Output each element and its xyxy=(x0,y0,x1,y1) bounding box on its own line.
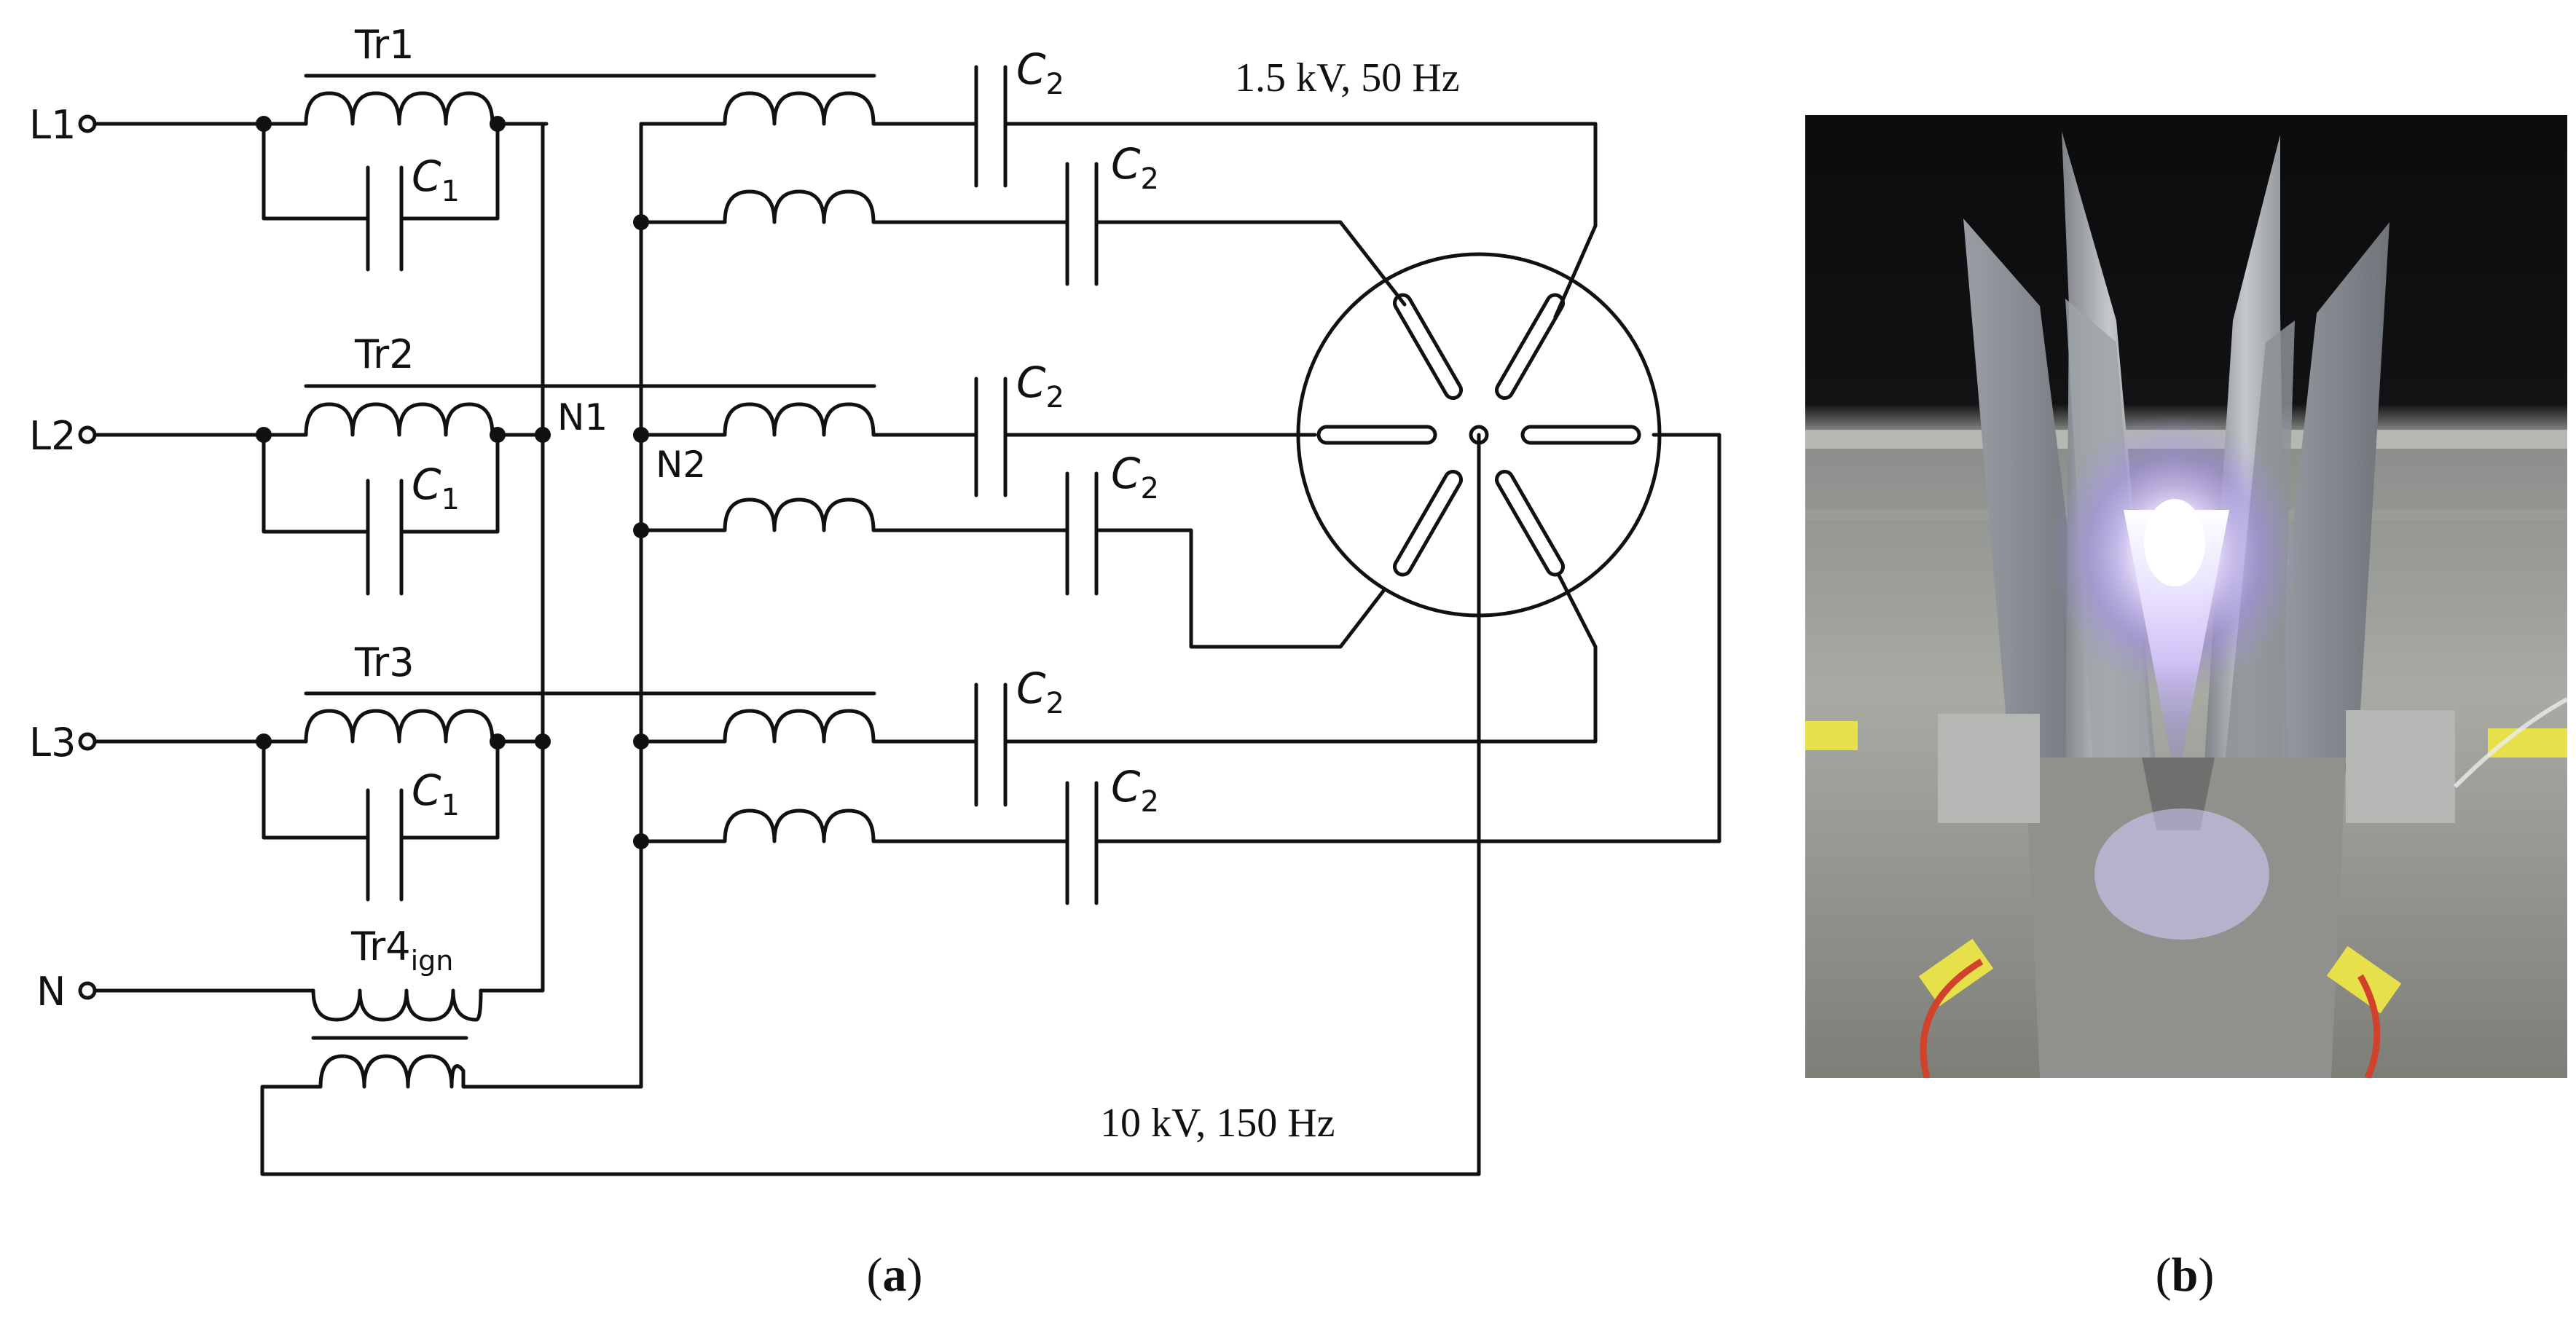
label-l2: L2 xyxy=(29,413,76,459)
label-c1-tr1: C1 xyxy=(412,152,460,208)
label-n2: N2 xyxy=(656,444,706,486)
electrode-blade-rear-right xyxy=(2266,222,2390,772)
label-c1-tr2: C1 xyxy=(412,460,460,516)
branch-wire-5 xyxy=(1003,573,1598,744)
c1-plate-tr1 xyxy=(366,165,404,272)
branch-c2-plate-4 xyxy=(1065,471,1099,596)
label-c2-3: C2 xyxy=(1016,358,1064,414)
label-c2-5: C2 xyxy=(1016,664,1064,720)
branch-inductor-6 xyxy=(639,808,1069,843)
torch-center-electrode xyxy=(1469,425,1489,445)
tr2-primary-coil xyxy=(304,402,545,437)
branch-c2-plate-1 xyxy=(974,65,1008,188)
photo-wire-right xyxy=(2357,974,2381,1078)
n2-bus xyxy=(639,122,723,1089)
torch-chamber-circle xyxy=(1296,252,1662,618)
plasma-core xyxy=(2144,499,2205,586)
tr1-primary-coil xyxy=(304,91,549,126)
branch-inductor-3 xyxy=(639,402,978,437)
photograph xyxy=(1805,115,2567,1078)
branch-c2-plate-2 xyxy=(1065,162,1099,286)
terminal-n[interactable] xyxy=(78,981,97,1000)
label-l3: L3 xyxy=(29,720,76,766)
branch-c2-plate-5 xyxy=(974,682,1008,807)
label-tr2: Tr2 xyxy=(354,331,415,377)
branch-inductor-1 xyxy=(639,91,978,126)
label-c2-1: C2 xyxy=(1016,44,1064,101)
label-tr4: Tr4ign xyxy=(350,924,453,977)
photo-tape-left xyxy=(1805,721,1858,750)
label-c2-4: C2 xyxy=(1111,449,1159,505)
c1-bypass-tr2 xyxy=(262,433,500,534)
branch-inductor-5 xyxy=(639,709,978,744)
terminal-l3[interactable] xyxy=(78,732,97,751)
circuit-schematic xyxy=(90,65,1721,1176)
label-n: N xyxy=(36,969,66,1015)
label-ignition-supply: 10 kV, 150 Hz xyxy=(1100,1101,1335,1146)
branch-wire-4 xyxy=(1094,528,1386,649)
label-n1: N1 xyxy=(557,396,608,438)
label-l1: L1 xyxy=(29,102,76,148)
branch-c2-plate-3 xyxy=(974,377,1008,497)
label-tr1: Tr1 xyxy=(354,22,415,68)
tr4-secondary-coil xyxy=(318,1054,643,1089)
tr1-to-n1 xyxy=(479,122,545,993)
label-main-supply: 1.5 kV, 50 Hz xyxy=(1235,55,1460,101)
torch-electrodes xyxy=(1316,293,1641,577)
photo-wire-left xyxy=(1920,959,1984,1078)
tr4-return-wire xyxy=(260,433,1481,1176)
branch-wire-1 xyxy=(1003,122,1598,319)
branch-wire-6 xyxy=(1094,433,1721,843)
tr4-primary-coil xyxy=(311,988,483,1022)
label-c2-2: C2 xyxy=(1111,139,1159,196)
plasma-jet xyxy=(2124,510,2229,758)
c1-bypass-tr3 xyxy=(262,739,500,840)
junction-dots xyxy=(256,116,649,849)
branch-inductor-4 xyxy=(639,497,1069,532)
label-c2-6: C2 xyxy=(1111,762,1159,819)
tr3-primary-coil xyxy=(304,709,545,744)
label-tr3: Tr3 xyxy=(354,640,415,685)
terminals xyxy=(78,114,97,1000)
torch-base-glow xyxy=(2094,808,2269,940)
branch-inductor-2 xyxy=(639,189,1069,224)
torch-base-block-right xyxy=(2346,710,2455,823)
c1-plate-tr3 xyxy=(366,788,404,902)
circuit-labels: L1 L2 L3 N Tr1 Tr2 Tr3 Tr4ign N1 N2 C1 C… xyxy=(29,22,1460,1146)
terminal-l2[interactable] xyxy=(78,425,97,444)
electrode-blade-rear-left xyxy=(1963,219,2098,772)
caption-a: (a) xyxy=(867,1248,923,1302)
terminal-l1[interactable] xyxy=(78,114,97,133)
label-c1-tr3: C1 xyxy=(412,766,460,822)
photo-tape-bottom-left xyxy=(1918,938,1994,1007)
branch-c2-plate-6 xyxy=(1065,781,1099,905)
c1-plate-tr2 xyxy=(366,479,404,596)
branch-wire-2 xyxy=(1094,220,1407,307)
photo-fiber xyxy=(2453,697,2567,789)
c1-bypass-tr1 xyxy=(262,122,500,221)
torch-base-block-left xyxy=(1938,714,2040,823)
caption-b: (b) xyxy=(2156,1248,2215,1302)
